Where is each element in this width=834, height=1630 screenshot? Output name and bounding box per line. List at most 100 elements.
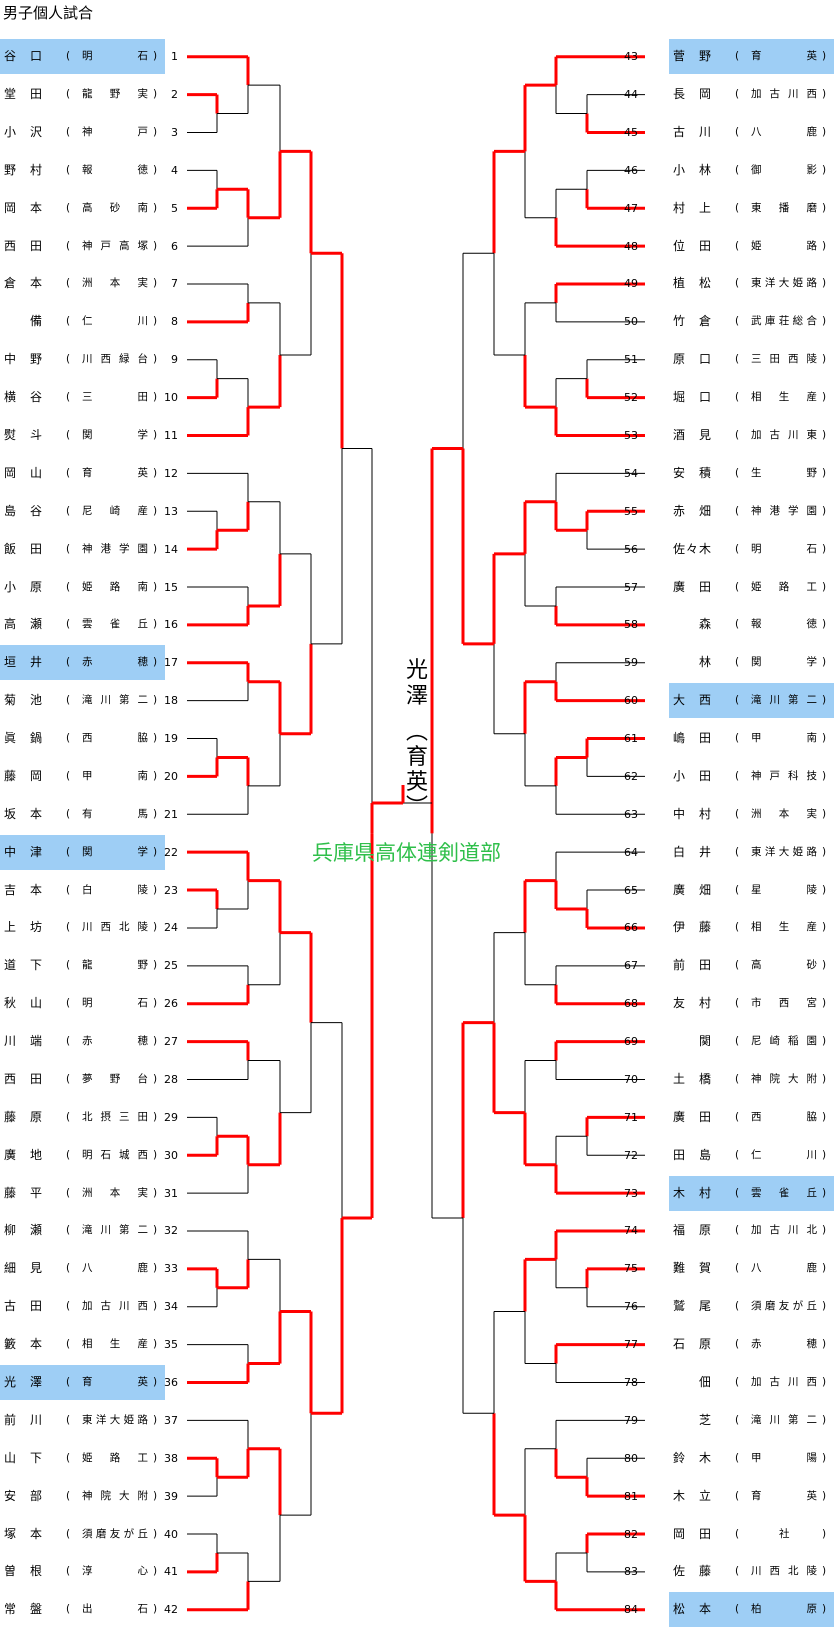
player-entry: 安部(神院大附)	[0, 1479, 165, 1514]
player-entry: 塚本(須磨友が丘)	[0, 1517, 165, 1552]
open-paren: (	[735, 1148, 740, 1161]
player-entry: 堀口(相生産)	[669, 380, 834, 415]
player-entry: 田島(仁川)	[669, 1138, 834, 1173]
close-paren: )	[822, 656, 827, 669]
player-name: 土橋	[673, 1071, 726, 1086]
player-school: 社	[779, 1527, 790, 1540]
open-paren: (	[735, 1262, 740, 1275]
open-paren: (	[735, 1489, 740, 1502]
player-entry: 高瀬(雲雀丘)	[0, 607, 165, 642]
player-school: 洲本実	[751, 807, 834, 820]
open-paren: (	[735, 391, 740, 404]
open-paren: (	[66, 1489, 71, 1502]
open-paren: (	[66, 429, 71, 441]
player-school: 加古川西	[751, 88, 825, 101]
player-name: 松本	[673, 1602, 726, 1617]
player-entry: 鷲尾(須磨友が丘)	[669, 1289, 834, 1324]
seed-number: 16	[164, 618, 178, 632]
player-entry: 廣田(姫路工)	[669, 570, 834, 605]
open-paren: (	[66, 1186, 71, 1199]
player-name: 廣田	[673, 1109, 726, 1124]
player-entry: 眞鍋(西脇)	[0, 721, 165, 756]
player-name: 山下	[4, 1450, 57, 1465]
player-entry: 横谷(三田)	[0, 380, 165, 415]
player-entry: 伊藤(相生産)	[669, 910, 834, 945]
seed-number: 77	[624, 1338, 638, 1352]
close-paren: )	[153, 1072, 158, 1085]
player-entry: 川端(赤穂)	[0, 1024, 165, 1059]
player-school: 西脇	[82, 732, 193, 745]
close-paren: )	[153, 504, 158, 517]
open-paren: (	[735, 429, 740, 441]
open-paren: (	[66, 353, 71, 366]
seed-number: 43	[624, 50, 638, 64]
seed-number: 72	[624, 1148, 638, 1162]
seed-number: 35	[164, 1338, 178, 1352]
open-paren: (	[66, 1148, 71, 1161]
seed-number: 54	[624, 466, 638, 480]
player-school: 神戸	[82, 125, 193, 138]
player-school: 川西北陵	[82, 921, 156, 934]
seed-number: 41	[164, 1565, 178, 1579]
player-entry: 籔本(相生産)	[0, 1327, 165, 1362]
player-name: 藤平	[4, 1185, 57, 1200]
player-entry: 菅野(育英)	[669, 39, 834, 75]
close-paren: )	[153, 656, 158, 669]
seed-number: 45	[624, 125, 638, 139]
player-name: 佐々木	[673, 541, 713, 556]
open-paren: (	[735, 1338, 740, 1351]
player-school: 神港学園	[751, 504, 825, 517]
open-paren: (	[66, 997, 71, 1010]
close-paren: )	[153, 959, 158, 972]
player-entry: 関(尼崎稲園)	[669, 1024, 834, 1059]
player-entry: 小沢(神戸)	[0, 115, 165, 150]
player-entry: 廣田(西脇)	[669, 1100, 834, 1135]
player-entry: 前川(東洋大姫路)	[0, 1403, 165, 1438]
player-entry: 赤畑(神港学園)	[669, 494, 834, 529]
player-name: 中村	[673, 806, 726, 821]
open-paren: (	[735, 88, 740, 101]
close-paren: )	[822, 921, 827, 934]
seed-number: 13	[164, 504, 178, 518]
seed-number: 39	[164, 1489, 178, 1503]
seed-number: 56	[624, 542, 638, 556]
player-entry: 嶋田(甲南)	[669, 721, 834, 756]
player-name: 古田	[4, 1299, 57, 1314]
player-school: 三田	[82, 391, 193, 404]
player-school: 関学	[82, 429, 193, 441]
player-name: 岡本	[4, 200, 57, 215]
open-paren: (	[735, 769, 740, 782]
player-school: 神戸高塚	[82, 239, 156, 252]
player-entry: 小原(姫路南)	[0, 570, 165, 605]
player-entry: 曽根(淳心)	[0, 1554, 165, 1589]
seed-number: 73	[624, 1186, 638, 1200]
player-name: 森	[699, 617, 712, 632]
player-school: 川西北陵	[751, 1565, 825, 1578]
player-entry: 西田(神戸高塚)	[0, 229, 165, 264]
open-paren: (	[735, 1035, 740, 1048]
open-paren: (	[66, 1072, 71, 1085]
player-school: 神港学園	[82, 542, 156, 555]
player-school: 甲南	[82, 769, 193, 782]
player-entry: 白井(東洋大姫路)	[669, 835, 834, 870]
open-paren: (	[735, 921, 740, 934]
close-paren: )	[153, 201, 158, 214]
open-paren: (	[66, 694, 71, 707]
seed-number: 7	[171, 277, 178, 291]
player-entry: 中津(関学)	[0, 834, 165, 870]
player-entry: 藤岡(甲南)	[0, 759, 165, 794]
player-school: 淳心	[82, 1565, 193, 1578]
open-paren: (	[66, 239, 71, 252]
player-entry: 道下(龍野)	[0, 948, 165, 983]
seed-number: 32	[164, 1224, 178, 1238]
open-paren: (	[66, 921, 71, 934]
player-entry: 細見(八鹿)	[0, 1251, 165, 1286]
open-paren: (	[735, 732, 740, 745]
seed-number: 60	[624, 694, 638, 708]
open-paren: (	[66, 277, 71, 290]
champion-name: 光澤	[405, 658, 428, 709]
open-paren: (	[66, 1035, 71, 1048]
open-paren: (	[66, 580, 71, 593]
player-school: 須磨友が丘	[82, 1527, 152, 1540]
player-entry: 岡本(高砂南)	[0, 191, 165, 226]
